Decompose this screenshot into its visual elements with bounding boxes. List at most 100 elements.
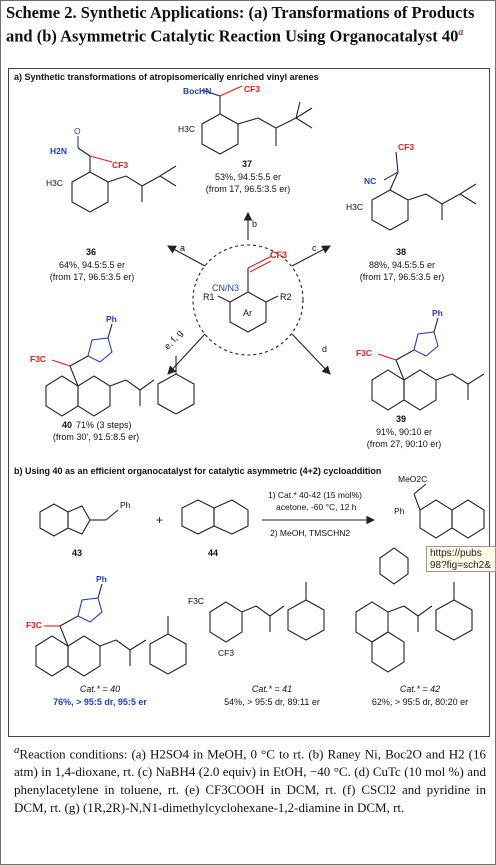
product-ester: MeO2C — [398, 474, 427, 484]
c38-methyl: H3C — [346, 202, 363, 212]
c38-id: 38 — [396, 247, 406, 257]
footnote-text: Reaction conditions: (a) H2SO4 in MeOH, … — [14, 746, 486, 816]
cat42-cyclohexane — [435, 599, 473, 641]
c40-triazole — [87, 337, 113, 363]
c39-source: (from 27, 90:10 er) — [367, 439, 442, 449]
cat41-cyclohexane — [287, 599, 325, 641]
cat40-cyclohexane — [149, 633, 187, 675]
central-substrate-circle — [192, 244, 304, 356]
arrow-a — [167, 245, 206, 267]
caption-text: Scheme 2. Synthetic Applications: (a) Tr… — [6, 3, 475, 46]
c38-source: (from 17, 96.5:3.5 er) — [360, 272, 445, 282]
cat40-naphthalene-b — [67, 635, 101, 677]
scheme-box — [8, 68, 490, 737]
c40-naphthalene-a — [45, 375, 79, 417]
caption-footnote-mark: a — [458, 27, 464, 38]
cat41-f3c: F3C — [188, 596, 204, 606]
c39-ph: Ph — [432, 308, 443, 318]
condition-1: 1) Cat.* 40-42 (15 mol%) — [268, 490, 362, 500]
arrow-label-a: a — [180, 243, 185, 253]
sm44-anhydride — [213, 499, 249, 535]
plus-sign: + — [156, 513, 163, 527]
c38-ring — [371, 189, 409, 231]
c40-source: (from 30', 91.5:8.5 er) — [53, 432, 139, 442]
product-benzothiazole — [379, 547, 409, 585]
c38-cf3: CF3 — [398, 142, 414, 152]
section-a-heading: a) Synthetic transformations of atropiso… — [14, 72, 319, 82]
c40-id: 40 — [62, 420, 72, 430]
c37-source: (from 17, 96.5:3.5 er) — [206, 184, 291, 194]
c40-yield: 71% (3 steps) — [76, 420, 132, 430]
scheme-caption: Scheme 2. Synthetic Applications: (a) Tr… — [6, 3, 490, 47]
footnote: aReaction conditions: (a) H2SO4 in MeOH,… — [14, 741, 486, 817]
center-r2: R2 — [280, 292, 292, 302]
product-ring-a — [419, 499, 453, 539]
c39-naphthalene-b — [403, 369, 437, 411]
c40-cyclohexane — [157, 373, 195, 415]
cat41-aryl — [209, 601, 243, 643]
c36-nh2: H2N — [50, 146, 67, 156]
sm43-benzene — [39, 503, 69, 537]
arrow-efg — [167, 333, 206, 375]
section-b-heading: b) Using 40 as an efficient organocataly… — [14, 466, 382, 476]
sm43-id: 43 — [72, 548, 82, 558]
c39-naphthalene-a — [371, 369, 405, 411]
cat40-ph: Ph — [96, 574, 107, 584]
tooltip-line-1: https://pubs — [430, 548, 482, 559]
sm44-id: 44 — [208, 548, 218, 558]
cat41-result: 54%, > 95:5 dr, 89:11 er — [224, 697, 320, 707]
arrow-d — [291, 333, 331, 375]
arrow-label-b: b — [252, 219, 257, 229]
c36-methyl: H3C — [46, 178, 63, 188]
c38-yield: 88%, 94.5:5.5 er — [369, 260, 435, 270]
c36-yield: 64%, 94.5:5.5 er — [59, 260, 125, 270]
product-ph: Ph — [394, 506, 405, 516]
cat42-result: 62%, > 95:5 dr, 80:20 er — [372, 697, 468, 707]
sm43-thiazole — [67, 505, 91, 535]
cat41-label: Cat.* = 41 — [252, 684, 292, 694]
center-r1: R1 — [203, 292, 215, 302]
c37-cf3: CF3 — [244, 84, 260, 94]
cat40-naphthalene-a — [35, 635, 69, 677]
c39-id: 39 — [396, 414, 406, 424]
condition-3: 2) MeOH, TMSCHN2 — [270, 528, 350, 538]
c37-ring — [201, 113, 239, 155]
center-cn-n3: CN/N3 — [212, 283, 239, 293]
link-tooltip[interactable]: https://pubs 98?fig=sch2& — [426, 546, 496, 572]
c37-yield: 53%, 94.5:5.5 er — [215, 172, 281, 182]
c37-methyl: H3C — [178, 124, 195, 134]
cat40-result: 76%, > 95:5 dr, 95:5 er — [53, 697, 147, 707]
c36-cf3: CF3 — [112, 160, 128, 170]
c36-id: 36 — [86, 247, 96, 257]
cat42-naphthalene-a — [355, 601, 389, 643]
sm44-benzene — [181, 499, 215, 535]
product-ring-b — [451, 499, 485, 539]
c39-yield: 91%, 90:10 er — [376, 427, 432, 437]
cat42-naphthalene-b — [371, 631, 405, 673]
tooltip-line-2: 98?fig=sch2& — [430, 560, 491, 571]
center-ar: Ar — [243, 308, 252, 318]
c37-boc: BocHN — [183, 86, 211, 96]
center-cf3: CF3 — [270, 250, 287, 260]
c40-f3c: F3C — [30, 354, 46, 364]
arrow-label-d: d — [322, 344, 327, 354]
c37-id: 37 — [242, 159, 252, 169]
cat42-label: Cat.* = 42 — [400, 684, 440, 694]
condition-2: acetone, -60 °C, 12 h — [276, 502, 357, 512]
c36-ring — [71, 171, 109, 213]
c36-source: (from 17, 96.5:3.5 er) — [50, 272, 135, 282]
c40-ph: Ph — [106, 314, 117, 324]
c40-naphthalene-b — [77, 375, 111, 417]
cat41-cf3: CF3 — [218, 648, 234, 658]
cat40-triazole — [77, 597, 103, 623]
c39-triazole — [413, 331, 439, 357]
c36-o: O — [74, 126, 81, 136]
c38-nc: NC — [364, 176, 376, 186]
cat40-label: Cat.* = 40 — [80, 684, 120, 694]
footnote-mark: a — [14, 744, 20, 756]
arrow-label-efg: e, f, g — [162, 328, 184, 351]
cat40-f3c: F3C — [26, 620, 42, 630]
sm43-ph: Ph — [120, 500, 131, 510]
c39-f3c: F3C — [356, 348, 372, 358]
